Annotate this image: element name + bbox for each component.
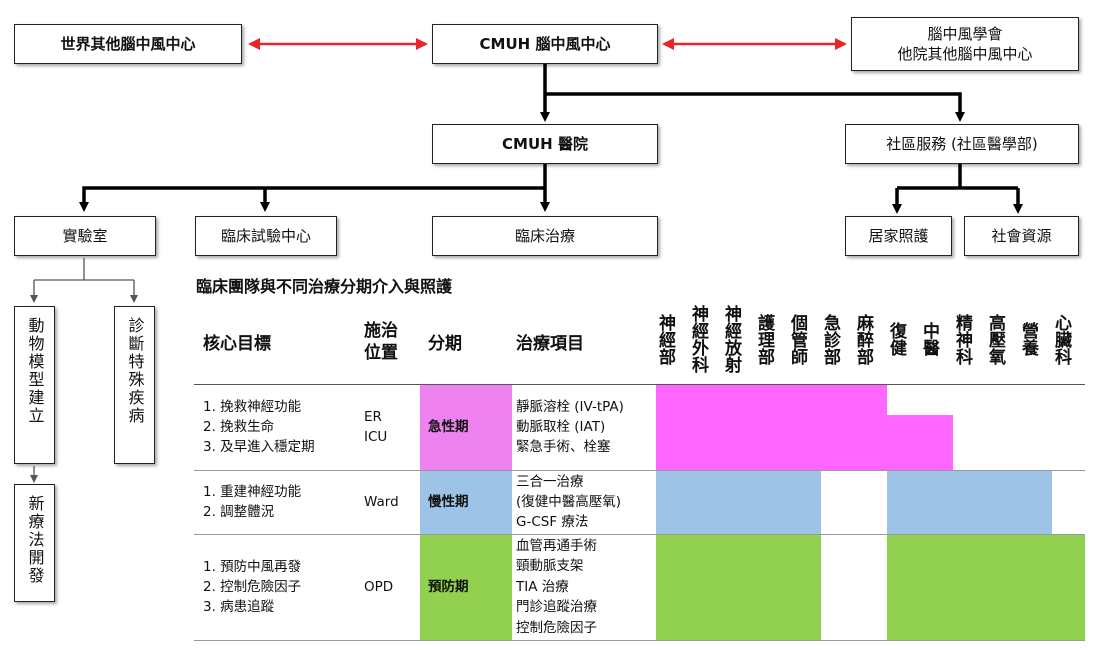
box-cmuh-center: CMUH 腦中風中心 <box>432 24 658 64</box>
social-resources-label: 社會資源 <box>991 227 1052 245</box>
phase-acute: 急性期 <box>420 384 512 471</box>
box-trial-center: 臨床試驗中心 <box>195 216 337 256</box>
diagnosis-label: 診斷特殊疾病 <box>125 317 145 425</box>
header-dept: 護理部 <box>754 300 788 385</box>
header-treatment: 治療項目 <box>512 300 656 385</box>
box-lab: 實驗室 <box>14 216 156 256</box>
header-dept: 心臟科 <box>1051 300 1085 385</box>
treatments-cell: 靜脈溶栓 (IV-tPA)動脈取栓 (IAT)緊急手術、栓塞 <box>512 384 656 471</box>
header-dept: 神經放射 <box>721 300 755 385</box>
world-centers-label: 世界其他腦中風中心 <box>60 35 196 53</box>
care-phase-table: 核心目標 施治位置 分期 治療項目 神經部 神經外科 神經放射 護理部 個管師 … <box>194 300 1085 641</box>
box-society: 腦中風學會 他院其他腦中風中心 <box>851 17 1079 71</box>
community-label: 社區服務 (社區醫學部) <box>886 135 1038 153</box>
box-home-care: 居家照護 <box>845 216 952 256</box>
table-title: 臨床團隊與不同治療分期介入與照護 <box>196 277 453 296</box>
header-location: 施治位置 <box>364 300 420 385</box>
dept-coverage-chronic-b <box>887 470 1052 535</box>
header-dept: 中醫 <box>919 300 953 385</box>
trial-center-label: 臨床試驗中心 <box>220 227 311 245</box>
box-clinical-treatment: 臨床治療 <box>432 216 658 256</box>
header-dept: 復健 <box>886 300 920 385</box>
lab-label: 實驗室 <box>62 227 108 245</box>
society-line2: 他院其他腦中風中心 <box>897 45 1033 63</box>
header-phase: 分期 <box>420 300 512 385</box>
dept-coverage-prevention-a <box>656 534 821 641</box>
animal-model-label: 動物模型建立 <box>25 317 45 425</box>
header-dept: 麻醉部 <box>853 300 887 385</box>
box-diagnosis: 診斷特殊疾病 <box>114 306 155 464</box>
society-line1: 腦中風學會 <box>927 25 1003 43</box>
cmuh-hospital-label: CMUH 醫院 <box>502 135 588 153</box>
box-community: 社區服務 (社區醫學部) <box>845 124 1079 164</box>
phase-prevention: 預防期 <box>420 534 512 641</box>
header-dept: 個管師 <box>787 300 821 385</box>
header-goal: 核心目標 <box>194 300 364 385</box>
home-care-label: 居家照護 <box>868 227 929 245</box>
dept-coverage-chronic-a <box>656 470 821 535</box>
new-therapy-label: 新療法開發 <box>25 495 45 585</box>
header-dept: 神經外科 <box>688 300 722 385</box>
cmuh-center-label: CMUH 腦中風中心 <box>479 35 611 53</box>
header-dept: 神經部 <box>655 300 689 385</box>
header-dept: 營養 <box>1018 300 1052 385</box>
location-cell: Ward <box>364 470 420 535</box>
dept-coverage-prevention-b <box>887 534 1085 641</box>
box-animal-model: 動物模型建立 <box>14 306 55 464</box>
dept-coverage-acute-partial <box>887 384 953 471</box>
header-dept: 高壓氧 <box>985 300 1019 385</box>
location-cell: OPD <box>364 534 420 641</box>
clinical-treatment-label: 臨床治療 <box>514 227 575 245</box>
header-dept: 急診部 <box>820 300 854 385</box>
box-social-resources: 社會資源 <box>964 216 1079 256</box>
dept-coverage-acute <box>656 384 887 471</box>
box-world-centers: 世界其他腦中風中心 <box>14 24 242 64</box>
box-cmuh-hospital: CMUH 醫院 <box>432 124 658 164</box>
phase-chronic: 慢性期 <box>420 470 512 535</box>
header-dept: 精神科 <box>952 300 986 385</box>
treatments-cell: 三合一治療(復健中醫高壓氧)G-CSF 療法 <box>512 470 656 535</box>
box-new-therapy: 新療法開發 <box>14 484 55 602</box>
